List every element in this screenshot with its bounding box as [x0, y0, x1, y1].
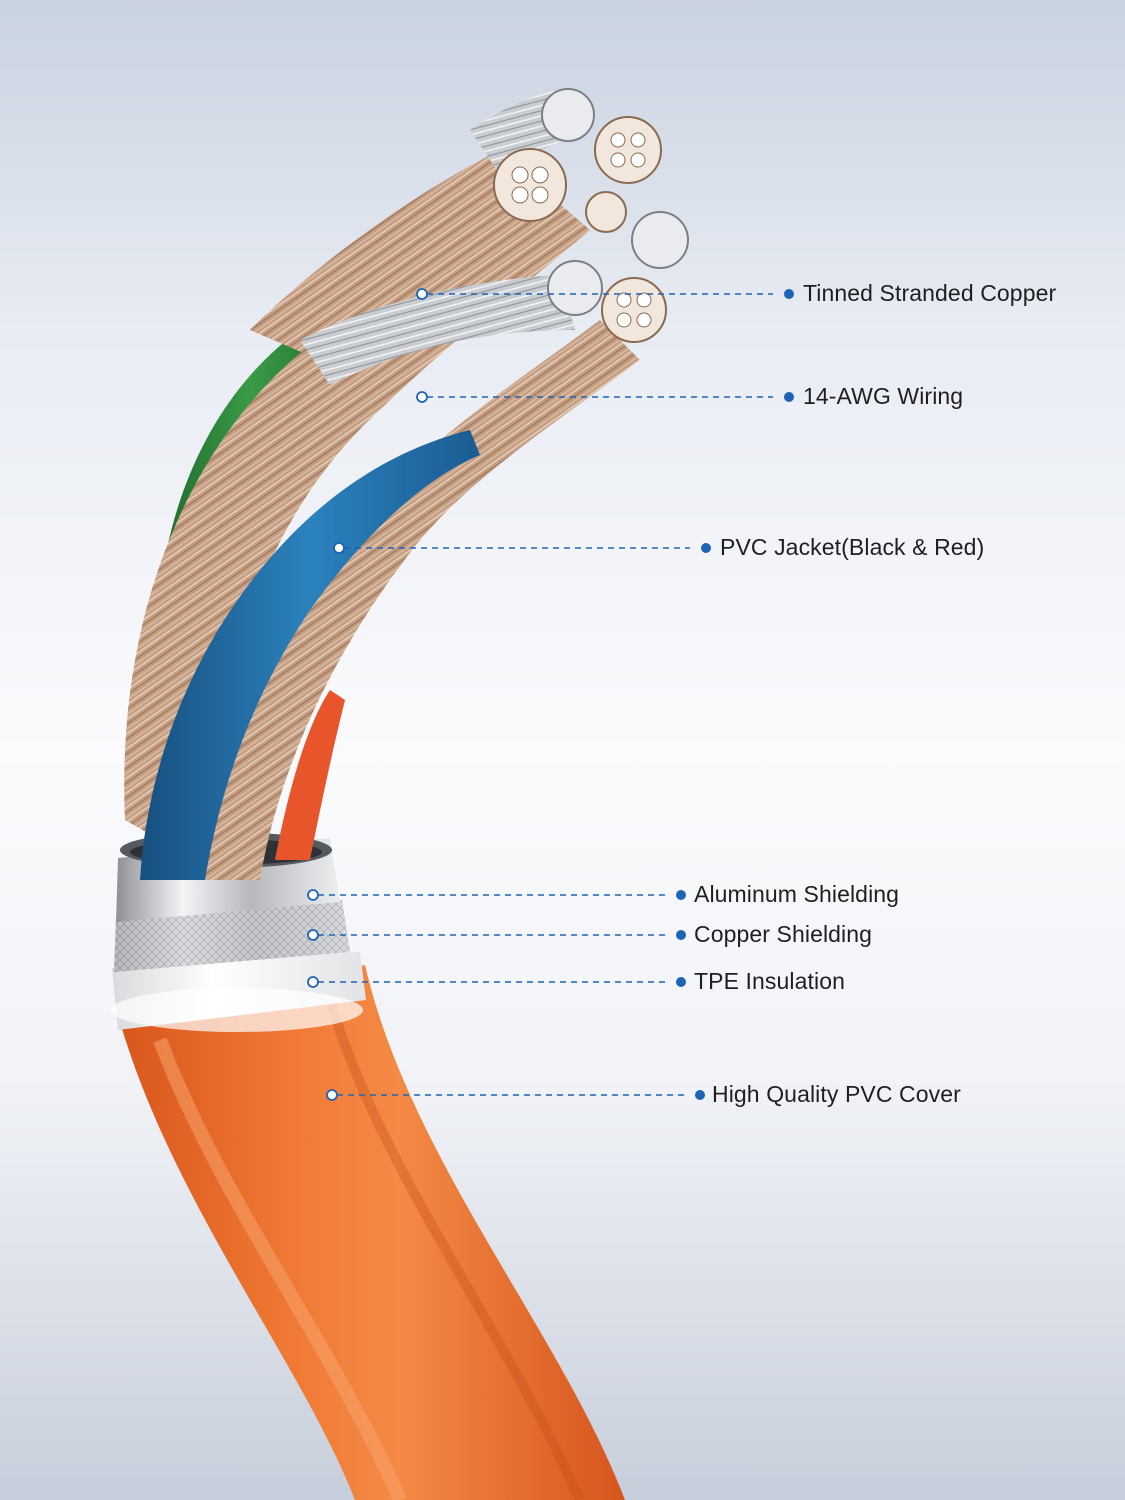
label-dot-tpe-insulation — [676, 977, 686, 987]
label-tpe-insulation: TPE Insulation — [694, 968, 845, 994]
label-aluminum-shielding: Aluminum Shielding — [694, 881, 900, 907]
tpe-insulation-shape — [111, 952, 366, 1032]
red-jacket-shape — [275, 690, 345, 860]
origin-ring-pvc-jacket — [333, 542, 345, 554]
label-dot-pvc-cover — [695, 1090, 705, 1100]
label-dots — [676, 289, 794, 1100]
copper-shielding-shape — [114, 900, 350, 972]
pvc-cover-shape — [118, 965, 625, 1500]
label-pvc-jacket: PVC Jacket(Black & Red) — [720, 534, 985, 560]
origin-ring-tpe-insulation — [307, 976, 319, 988]
label-dot-awg-wiring — [784, 392, 794, 402]
origin-ring-aluminum-shielding — [307, 889, 319, 901]
label-dot-aluminum-shielding — [676, 890, 686, 900]
label-dot-pvc-jacket — [701, 543, 711, 553]
origin-ring-tinned-stranded-copper — [416, 288, 428, 300]
origin-ring-copper-shielding — [307, 929, 319, 941]
label-pvc-cover: High Quality PVC Cover — [712, 1081, 961, 1107]
leader-lines — [318, 293, 773, 1096]
blue-jacket-shape — [140, 430, 480, 880]
origin-markers — [307, 288, 428, 1101]
origin-ring-awg-wiring — [416, 391, 428, 403]
label-dot-tinned-stranded-copper — [784, 289, 794, 299]
label-awg-wiring: 14-AWG Wiring — [803, 383, 964, 409]
label-copper-shielding: Copper Shielding — [694, 921, 873, 947]
origin-ring-pvc-cover — [326, 1089, 338, 1101]
label-dot-copper-shielding — [676, 930, 686, 940]
label-tinned-stranded-copper: Tinned Stranded Copper — [803, 280, 1057, 306]
